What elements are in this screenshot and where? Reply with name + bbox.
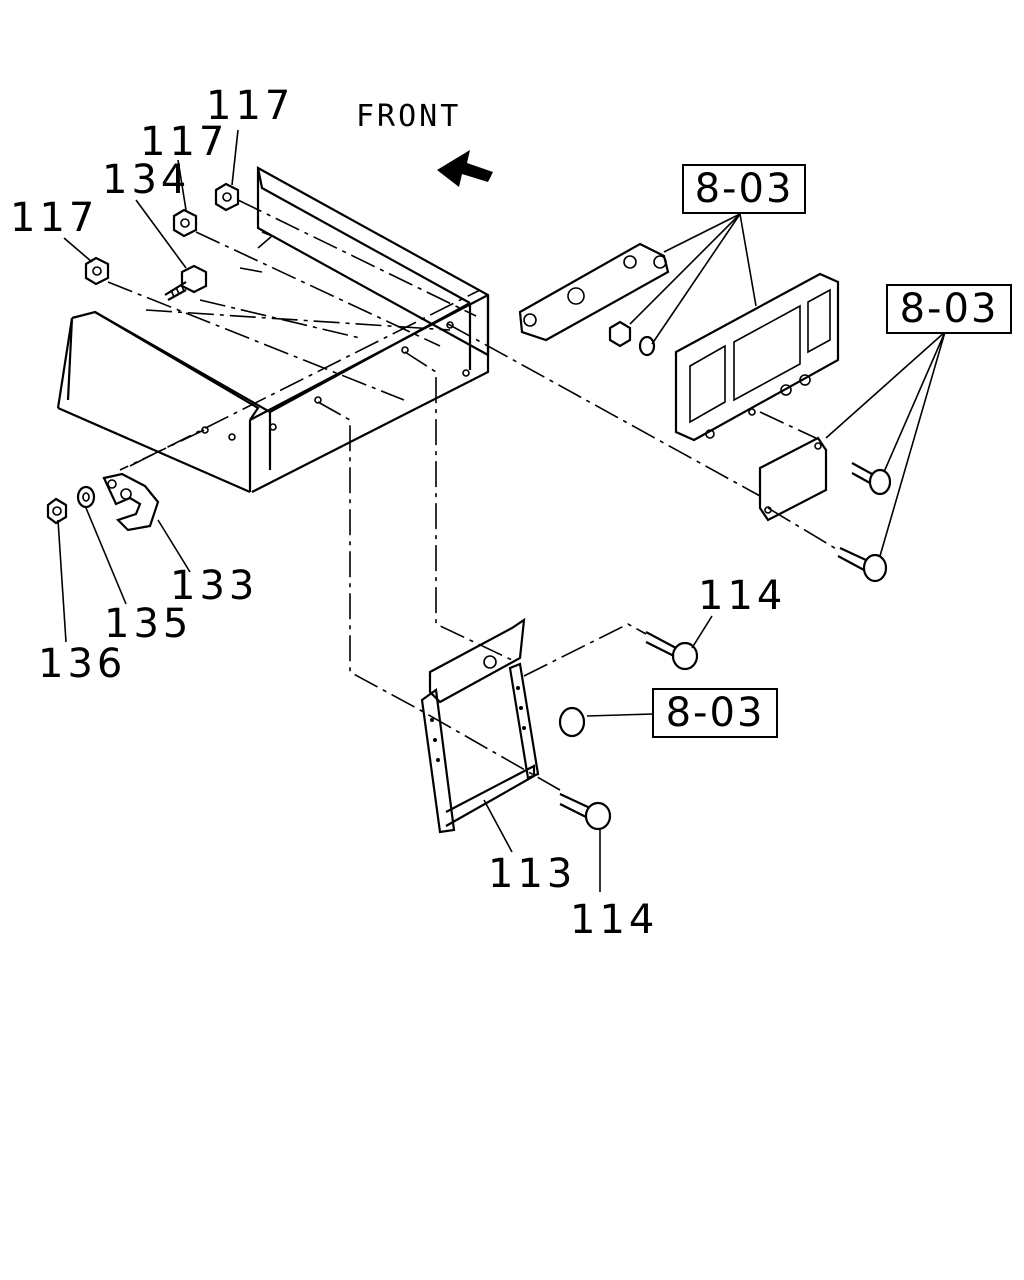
frame-rail <box>57 166 490 494</box>
front-direction-label: FRONT <box>356 99 462 134</box>
mounting-bracket <box>518 242 670 342</box>
bolt-114-icon <box>559 793 612 831</box>
nut-117-icon <box>84 256 110 286</box>
part-label-133: 133 <box>170 563 259 609</box>
part-label-114: 114 <box>570 897 659 943</box>
front-arrow-icon <box>437 150 493 187</box>
small-washer-icon <box>638 335 656 357</box>
part-label-117: 117 <box>206 83 295 129</box>
cap-icon <box>558 706 586 738</box>
part-label-113: 113 <box>488 851 577 897</box>
reference-box-8-03: 8-03 <box>652 688 778 738</box>
control-unit-panel <box>674 272 840 442</box>
bolt-114-icon <box>645 631 699 671</box>
part-label-135: 135 <box>104 601 193 647</box>
part-label-114: 114 <box>698 573 787 619</box>
rail-end-piece <box>56 311 260 421</box>
cover-plate <box>758 436 828 522</box>
part-label-117: 117 <box>140 119 229 165</box>
reference-box-8-03: 8-03 <box>886 284 1012 334</box>
bolt-icon <box>851 462 892 496</box>
part-label-117: 117 <box>10 195 99 241</box>
part-label-136: 136 <box>38 641 127 687</box>
bolt-icon <box>837 547 888 583</box>
washer-135-icon <box>76 485 96 509</box>
nut-136-icon <box>46 497 68 525</box>
part-label-134: 134 <box>102 157 191 203</box>
nut-117-icon <box>172 208 198 238</box>
step-bracket-113 <box>420 617 540 834</box>
small-nut-icon <box>608 320 632 348</box>
reference-box-8-03: 8-03 <box>682 164 806 214</box>
assembly-lines <box>107 199 839 791</box>
leader-lines <box>57 129 946 892</box>
bolt-134-icon <box>164 264 208 301</box>
tow-hook-133-icon <box>102 472 160 532</box>
nut-117-icon <box>214 182 240 212</box>
